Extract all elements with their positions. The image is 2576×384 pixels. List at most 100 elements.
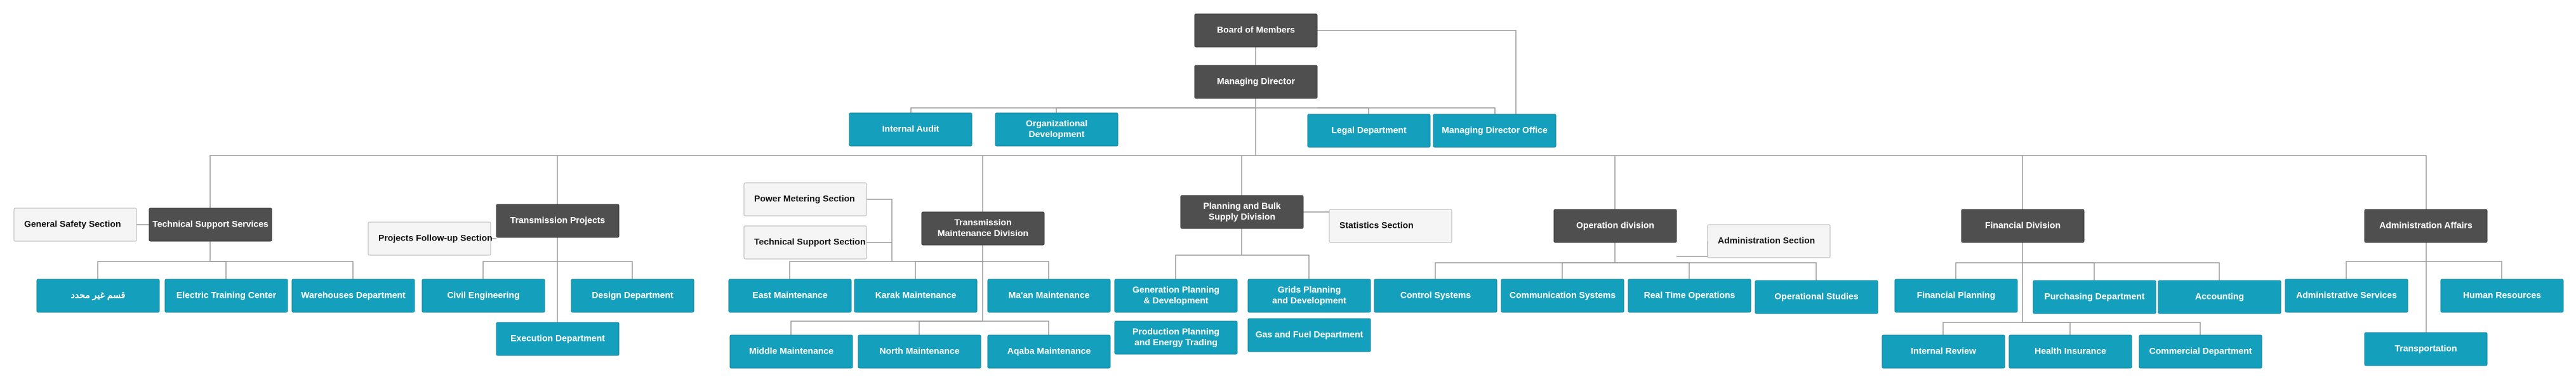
node-box	[995, 112, 1119, 147]
node-label: Organizational	[1026, 118, 1087, 128]
node-transmission-projects: Transmission Projects	[496, 204, 620, 238]
node-label: East Maintenance	[752, 290, 827, 300]
node-label: Generation Planning	[1132, 284, 1219, 295]
node-box	[1247, 279, 1371, 313]
node-label: Legal Department	[1331, 125, 1407, 135]
node-admin-section: Administration Section	[1707, 224, 1831, 258]
node-projects-followup: Projects Follow-up Section	[368, 222, 493, 256]
node-label: Electric Training Center	[176, 290, 277, 300]
node-label: Administration Affairs	[2379, 220, 2473, 230]
node-box	[2364, 332, 2488, 366]
connector-line	[209, 155, 1256, 208]
node-statistics: Statistics Section	[1329, 209, 1452, 243]
node-box	[496, 322, 620, 356]
node-label: Maintenance Division	[938, 228, 1028, 238]
connector-line	[919, 321, 983, 335]
node-md: Managing Director	[1194, 65, 1318, 99]
connector-line	[910, 107, 1256, 113]
node-box	[496, 204, 620, 238]
connector-line	[1317, 30, 1517, 114]
node-maan-maint: Ma'an Maintenance	[987, 279, 1111, 313]
node-box	[2158, 280, 2281, 314]
node-label: Ma'an Maintenance	[1009, 290, 1090, 300]
node-internal-audit: Internal Audit	[849, 112, 973, 147]
node-purchasing: Purchasing Department	[2033, 280, 2156, 314]
connector-line	[2022, 262, 2220, 281]
node-unnamed-dept: قسم غير محدد	[36, 279, 160, 313]
connector-line	[1676, 241, 1708, 257]
connector-line	[1317, 107, 1496, 114]
node-label: Execution Department	[510, 333, 605, 343]
connector-line	[983, 321, 1049, 335]
node-box	[1194, 65, 1318, 99]
node-label: Statistics Section	[1339, 220, 1414, 230]
node-label: and Energy Trading	[1134, 337, 1218, 347]
node-power-metering: Power Metering Section	[743, 182, 867, 216]
node-box	[571, 279, 694, 313]
connector-line	[2022, 262, 2095, 281]
node-box	[1894, 279, 2018, 313]
node-box	[1374, 279, 1497, 313]
node-box	[1194, 13, 1318, 48]
node-label: Planning and Bulk	[1203, 201, 1280, 211]
node-label: Commercial Department	[2149, 346, 2252, 356]
node-label: Middle Maintenance	[749, 346, 833, 356]
node-box	[987, 334, 1111, 369]
node-box	[149, 208, 272, 242]
node-label: Health Insurance	[2035, 346, 2106, 356]
node-label: Accounting	[2195, 291, 2244, 301]
node-label: Gas and Fuel Department	[1256, 329, 1364, 340]
node-box	[1882, 334, 2005, 369]
node-box	[743, 225, 867, 260]
node-label: Karak Maintenance	[875, 290, 957, 300]
node-board: Board of Members	[1194, 13, 1318, 48]
node-box	[2364, 209, 2488, 243]
node-label: Technical Support Section	[754, 237, 866, 247]
node-aqaba-maint: Aqaba Maintenance	[987, 334, 1111, 369]
node-accounting: Accounting	[2158, 280, 2281, 314]
node-legal: Legal Department	[1307, 114, 1431, 148]
node-box	[1114, 279, 1238, 313]
node-box	[729, 334, 853, 369]
node-design-dept: Design Department	[571, 279, 694, 313]
node-label: Production Planning	[1132, 326, 1219, 336]
node-internal-review: Internal Review	[1882, 334, 2005, 369]
node-financial-div: Financial Division	[1961, 209, 2085, 243]
node-label: Transmission Projects	[510, 215, 606, 225]
node-box	[849, 112, 973, 147]
node-box	[1553, 209, 1677, 243]
node-label: Power Metering Section	[754, 194, 855, 204]
connector-line	[2346, 261, 2426, 279]
node-box	[2008, 334, 2132, 369]
connector-line	[1562, 262, 1615, 279]
node-label: General Safety Section	[24, 219, 121, 229]
node-label: Aqaba Maintenance	[1007, 346, 1091, 356]
connector-line	[1942, 263, 2023, 335]
connector-line	[2022, 322, 2071, 335]
connector-line	[1256, 107, 1369, 114]
connector-line	[915, 261, 983, 279]
connector-line	[1056, 107, 1256, 113]
node-box	[1628, 279, 1751, 313]
node-label: قسم غير محدد	[71, 290, 126, 301]
connector-line	[210, 261, 354, 279]
node-label: Administration Section	[1718, 235, 1815, 246]
node-label: Administrative Services	[2296, 290, 2397, 300]
node-label: Managing Director	[1217, 76, 1295, 86]
node-box	[2285, 279, 2408, 313]
node-label: & Development	[1144, 295, 1209, 305]
node-transportation: Transportation	[2364, 332, 2488, 366]
node-execution-dept: Execution Department	[496, 322, 620, 356]
node-box	[291, 279, 415, 313]
node-label: Grids Planning	[1278, 284, 1341, 295]
node-box	[987, 279, 1111, 313]
node-operational-studies: Operational Studies	[1755, 280, 1878, 314]
node-tech-support-services: Technical Support Services	[149, 208, 272, 242]
node-label: Financial Division	[1985, 220, 2061, 230]
